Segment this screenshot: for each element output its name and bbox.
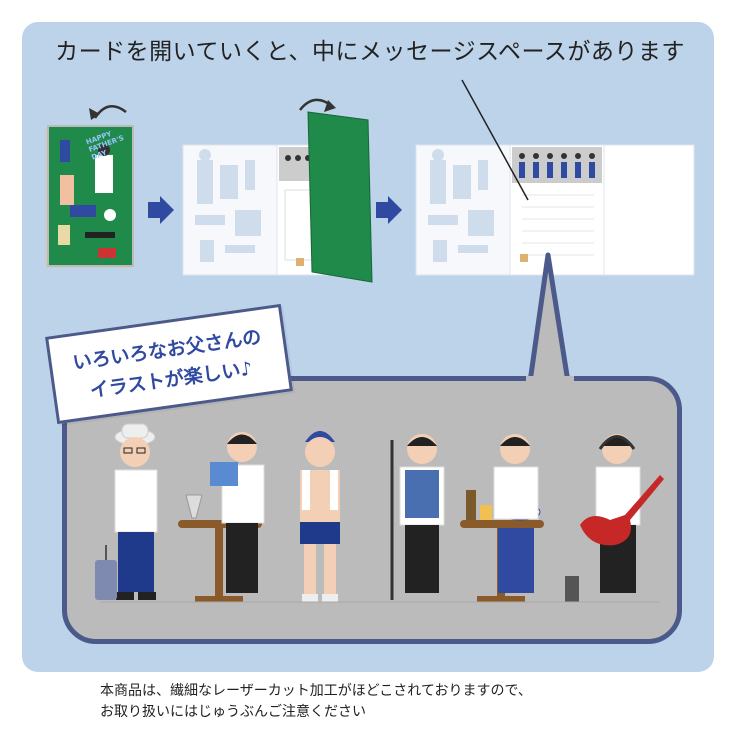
father-fishing [390,434,445,600]
caution-line-2: お取り扱いにはじゅうぶんご注意ください [100,704,366,720]
headline: カードを開いていくと、中にメッセージスペースがあります [55,39,685,65]
father-eating [493,434,539,593]
father-with-suitcase [95,423,158,600]
father-guitarist [565,434,664,602]
arrow-right-icon-1 [148,196,174,224]
father-bather [300,431,340,602]
caution-note: 本商品は、繊細なレーザーカット加工がほどこされておりますので、 お取り扱いにはじ… [100,681,532,723]
arrow-right-icon-2 [376,196,402,224]
father-reading [210,432,265,593]
caution-line-1: 本商品は、繊細なレーザーカット加工がほどこされておりますので、 [100,683,532,699]
